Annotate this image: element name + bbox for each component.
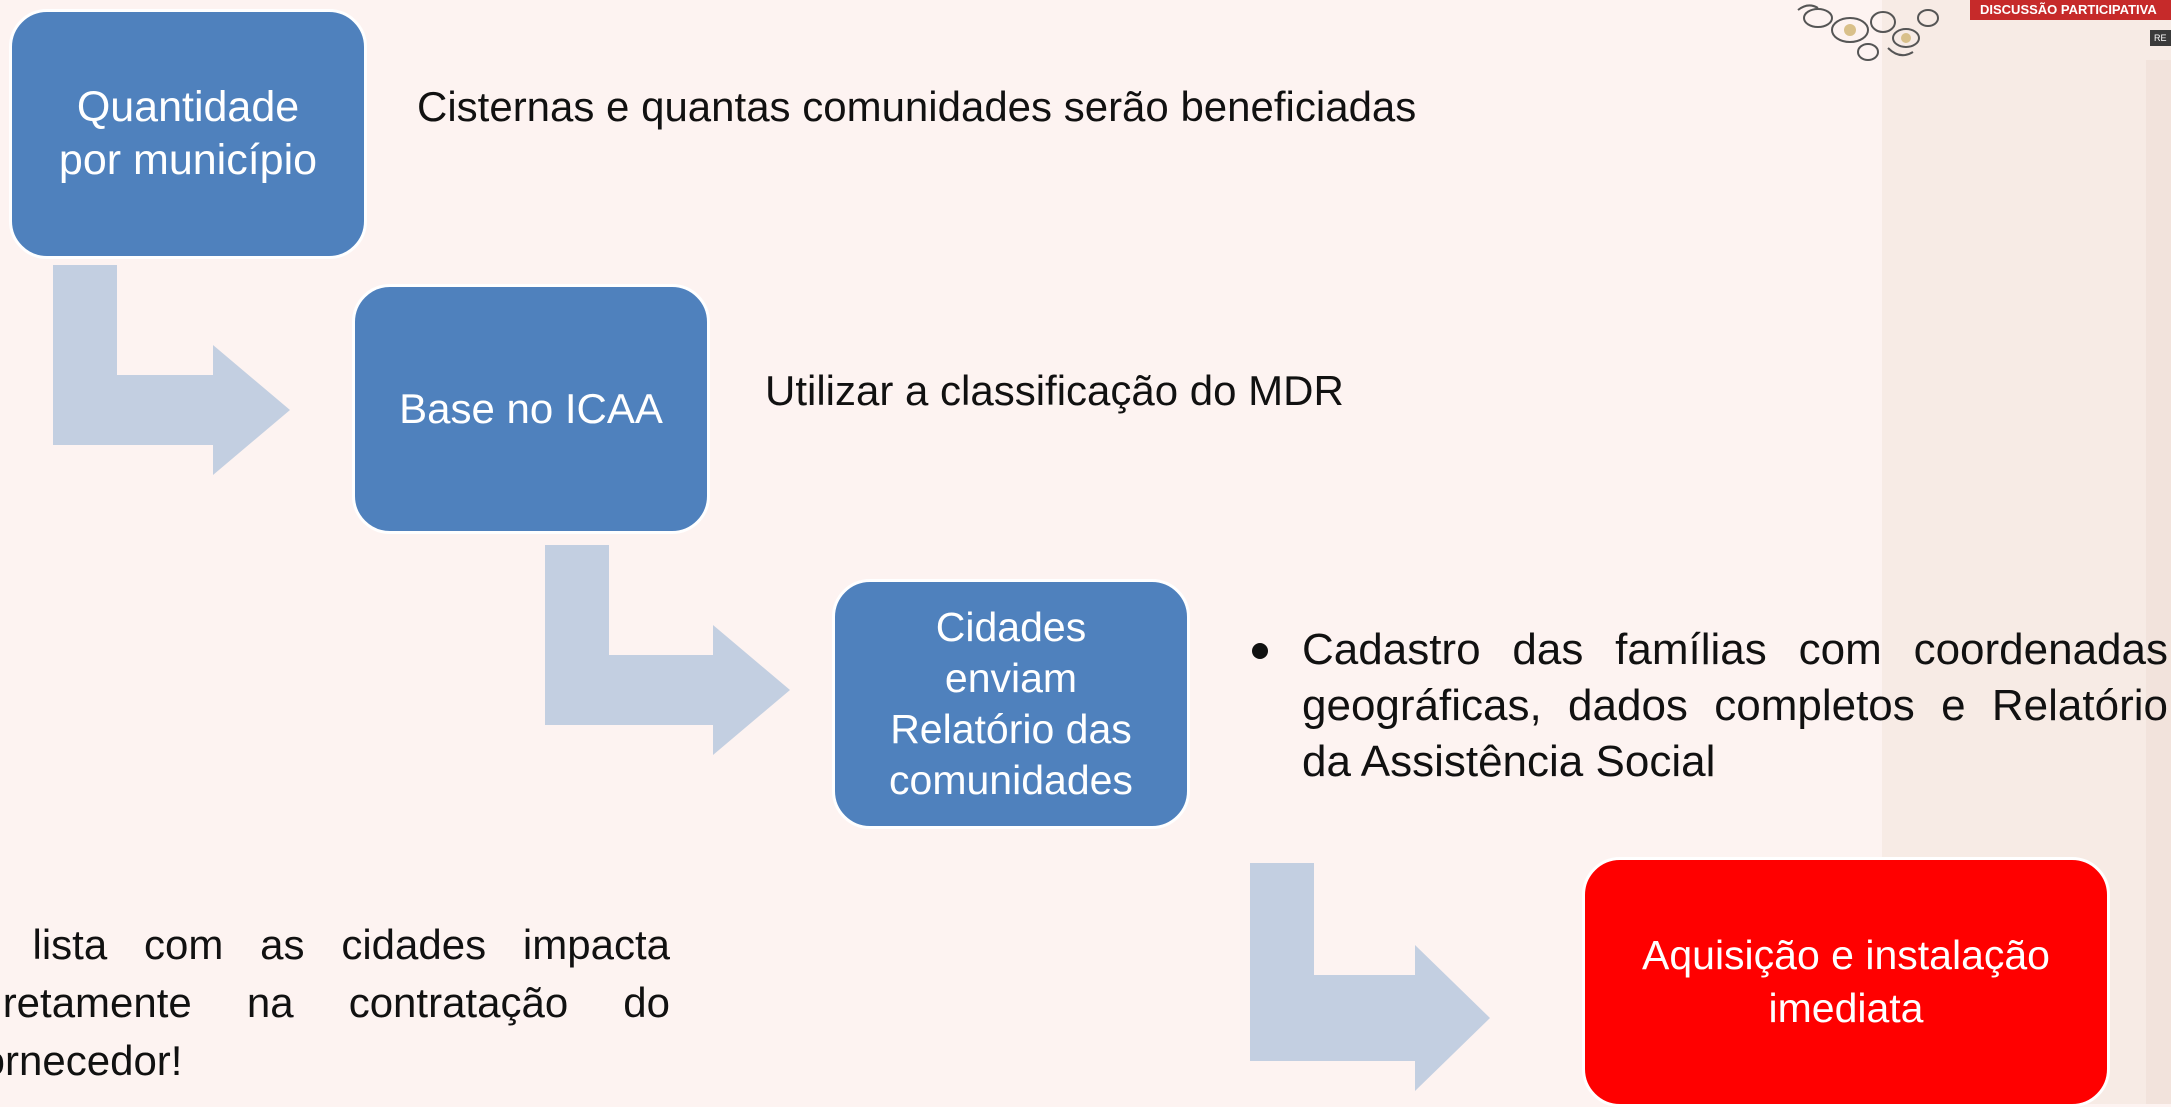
step-label-cidades: Cidades enviam Relatório das comunidades (889, 604, 1133, 803)
logo-doodle-icon (1797, 4, 1939, 61)
step3-bullet-text: Cadastro das famílias com coordenadas ge… (1302, 625, 2168, 786)
step2-description: Utilizar a classificação do MDR (765, 367, 1344, 414)
step1-description: Cisternas e quantas comunidades serão be… (417, 83, 1417, 130)
connector-arrow-2 (545, 545, 790, 755)
right-edge-strip (2146, 60, 2171, 1104)
bottom-note: A lista com as cidades impacta diretamen… (0, 921, 670, 1084)
step-box-quantidade: Quantidade por município (9, 9, 367, 259)
connector-arrow-3 (1250, 863, 1490, 1091)
step-label-aquisicao: Aquisição e instalação imediata (1642, 932, 2050, 1031)
brand-tag: RE (2150, 30, 2171, 46)
step-box-aquisicao: Aquisição e instalação imediata (1582, 857, 2110, 1107)
step-label-quantidade: Quantidade por município (58, 83, 318, 184)
step-label-base-icaa: Base no ICAA (399, 385, 663, 432)
connector-arrow-1 (53, 265, 290, 475)
step-box-base-icaa: Base no ICAA (352, 284, 710, 534)
bullet-dot (1252, 643, 1268, 659)
brand-banner: DISCUSSÃO PARTICIPATIVA (1970, 0, 2171, 20)
step-box-cidades: Cidades enviam Relatório das comunidades (832, 579, 1190, 829)
